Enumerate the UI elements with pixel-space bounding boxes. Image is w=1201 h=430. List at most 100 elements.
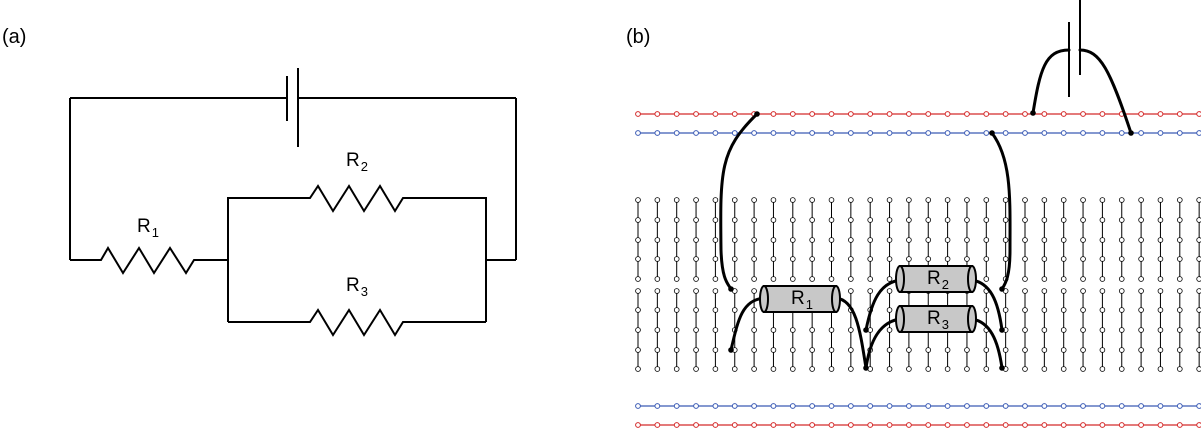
top-red-rail-hole	[964, 111, 970, 117]
lower-terminal-block-hole	[983, 307, 990, 313]
lower-terminal-block-hole	[944, 366, 951, 372]
upper-terminal-block-hole	[654, 217, 661, 223]
lower-terminal-block-hole	[925, 347, 932, 353]
top-blue-rail-hole	[654, 130, 661, 136]
upper-terminal-block-hole	[673, 256, 680, 262]
upper-terminal-block-hole	[867, 237, 873, 243]
upper-terminal-block-hole	[1080, 276, 1086, 282]
upper-terminal-block-hole	[906, 217, 912, 223]
r3-body	[899, 305, 973, 333]
lower-terminal-block-hole	[1157, 307, 1164, 313]
lower-terminal-block-hole	[1060, 288, 1067, 294]
r3-lead-right	[970, 317, 1004, 370]
lower-terminal-block-hole	[1196, 347, 1201, 353]
lower-terminal-block-hole	[1138, 327, 1144, 333]
upper-terminal-block-hole	[673, 197, 680, 203]
top-blue-rail-hole	[731, 130, 738, 136]
upper-terminal-block-hole	[828, 217, 835, 223]
r2-lead-left	[864, 278, 902, 332]
lower-terminal-block-hole	[848, 327, 854, 333]
r3-end-left	[895, 305, 905, 333]
lower-terminal-block-hole	[1041, 366, 1048, 372]
lower-terminal-block-hole	[1177, 327, 1183, 333]
lower-terminal-block-hole	[673, 307, 680, 313]
lower-terminal-block-hole	[1177, 366, 1183, 372]
bottom-red-rail-hole	[1157, 422, 1164, 428]
upper-terminal-block-hole	[848, 217, 854, 223]
jumper-red-rail-to-r1	[719, 112, 759, 291]
lower-terminal-block-hole	[1177, 307, 1183, 313]
upper-terminal-block-hole	[809, 197, 815, 203]
lower-terminal-block-hole	[789, 327, 796, 333]
bottom-red-rail-hole	[1060, 422, 1067, 428]
bottom-red-rail-hole	[789, 422, 796, 428]
bottom-red-rail-hole	[925, 422, 932, 428]
top-blue-rail-hole	[847, 130, 854, 136]
bottom-red-rail-hole	[828, 422, 835, 428]
upper-terminal-block-hole	[964, 237, 970, 243]
lower-terminal-block-hole	[789, 347, 796, 353]
schematic-r1-label: R1	[137, 216, 159, 240]
lower-terminal-block-hole	[1157, 366, 1164, 372]
upper-terminal-block-hole	[1118, 217, 1125, 223]
bottom-blue-rail-hole	[751, 403, 757, 409]
upper-terminal-block-hole	[1099, 217, 1106, 223]
upper-terminal-block-hole	[1196, 217, 1201, 223]
breadboard-resistor-r2: R2	[895, 265, 977, 293]
schematic-r3-label: R3	[346, 275, 368, 299]
lead-end-dot	[863, 327, 869, 333]
bottom-blue-rail-hole	[1002, 403, 1009, 409]
bb-battery-lead-right	[1078, 48, 1133, 135]
lower-terminal-block-hole	[1041, 327, 1048, 333]
upper-terminal-block-hole	[1118, 197, 1125, 203]
bottom-blue-rail-hole	[828, 403, 835, 409]
upper-terminal-block-hole	[1060, 276, 1067, 282]
upper-terminal-block-hole	[770, 237, 777, 243]
upper-terminal-block-hole	[886, 237, 893, 243]
lower-terminal-block-hole	[944, 347, 951, 353]
lower-terminal-block-hole	[1022, 366, 1028, 372]
upper-terminal-block-hole	[983, 237, 990, 243]
upper-terminal-block-hole	[770, 256, 777, 262]
upper-terminal-block-hole	[848, 237, 854, 243]
lower-terminal-block-hole	[1196, 327, 1201, 333]
upper-terminal-block-hole	[635, 256, 641, 262]
top-red-rail-hole	[944, 111, 951, 117]
bottom-red-rail-hole	[1196, 422, 1201, 428]
upper-terminal-block-hole	[712, 197, 719, 203]
upper-terminal-block-hole	[712, 256, 719, 262]
lower-terminal-block-hole	[867, 288, 873, 294]
lower-terminal-block-hole	[848, 347, 854, 353]
upper-terminal-block-hole	[1177, 197, 1183, 203]
top-blue-rail-hole	[1080, 130, 1086, 136]
top-red-rail-hole	[731, 111, 738, 117]
lower-terminal-block-hole	[1099, 307, 1106, 313]
upper-terminal-block-hole	[1157, 197, 1164, 203]
upper-terminal-block-hole	[1080, 256, 1086, 262]
upper-terminal-block-hole	[712, 237, 719, 243]
lower-terminal-block-hole	[693, 307, 699, 313]
top-blue-rail-hole	[1099, 130, 1106, 136]
upper-terminal-block-hole	[1177, 237, 1183, 243]
lower-terminal-block-hole	[770, 327, 777, 333]
upper-terminal-block-hole	[1041, 197, 1048, 203]
upper-terminal-block-hole	[886, 197, 893, 203]
lower-terminal-block-hole	[1002, 347, 1009, 353]
upper-terminal-block-hole	[964, 256, 970, 262]
lower-terminal-block-hole	[673, 327, 680, 333]
bottom-blue-rail-hole	[809, 403, 816, 409]
bottom-red-rail-hole	[906, 422, 912, 428]
upper-terminal-block-hole	[751, 256, 757, 262]
upper-terminal-block-hole	[731, 217, 738, 223]
upper-terminal-block-hole	[1177, 276, 1183, 282]
top-red-rail-hole	[847, 111, 854, 117]
bottom-blue-rail-hole	[847, 403, 854, 409]
lower-terminal-block-hole	[693, 366, 699, 372]
bottom-red-rail-hole	[886, 422, 893, 428]
lower-terminal-block-hole	[1002, 307, 1009, 313]
upper-terminal-block-hole	[867, 197, 873, 203]
upper-terminal-block-hole	[789, 276, 796, 282]
lower-terminal-block-hole	[886, 327, 893, 333]
upper-terminal-block-hole	[906, 237, 912, 243]
top-red-rail-hole	[1022, 111, 1028, 117]
